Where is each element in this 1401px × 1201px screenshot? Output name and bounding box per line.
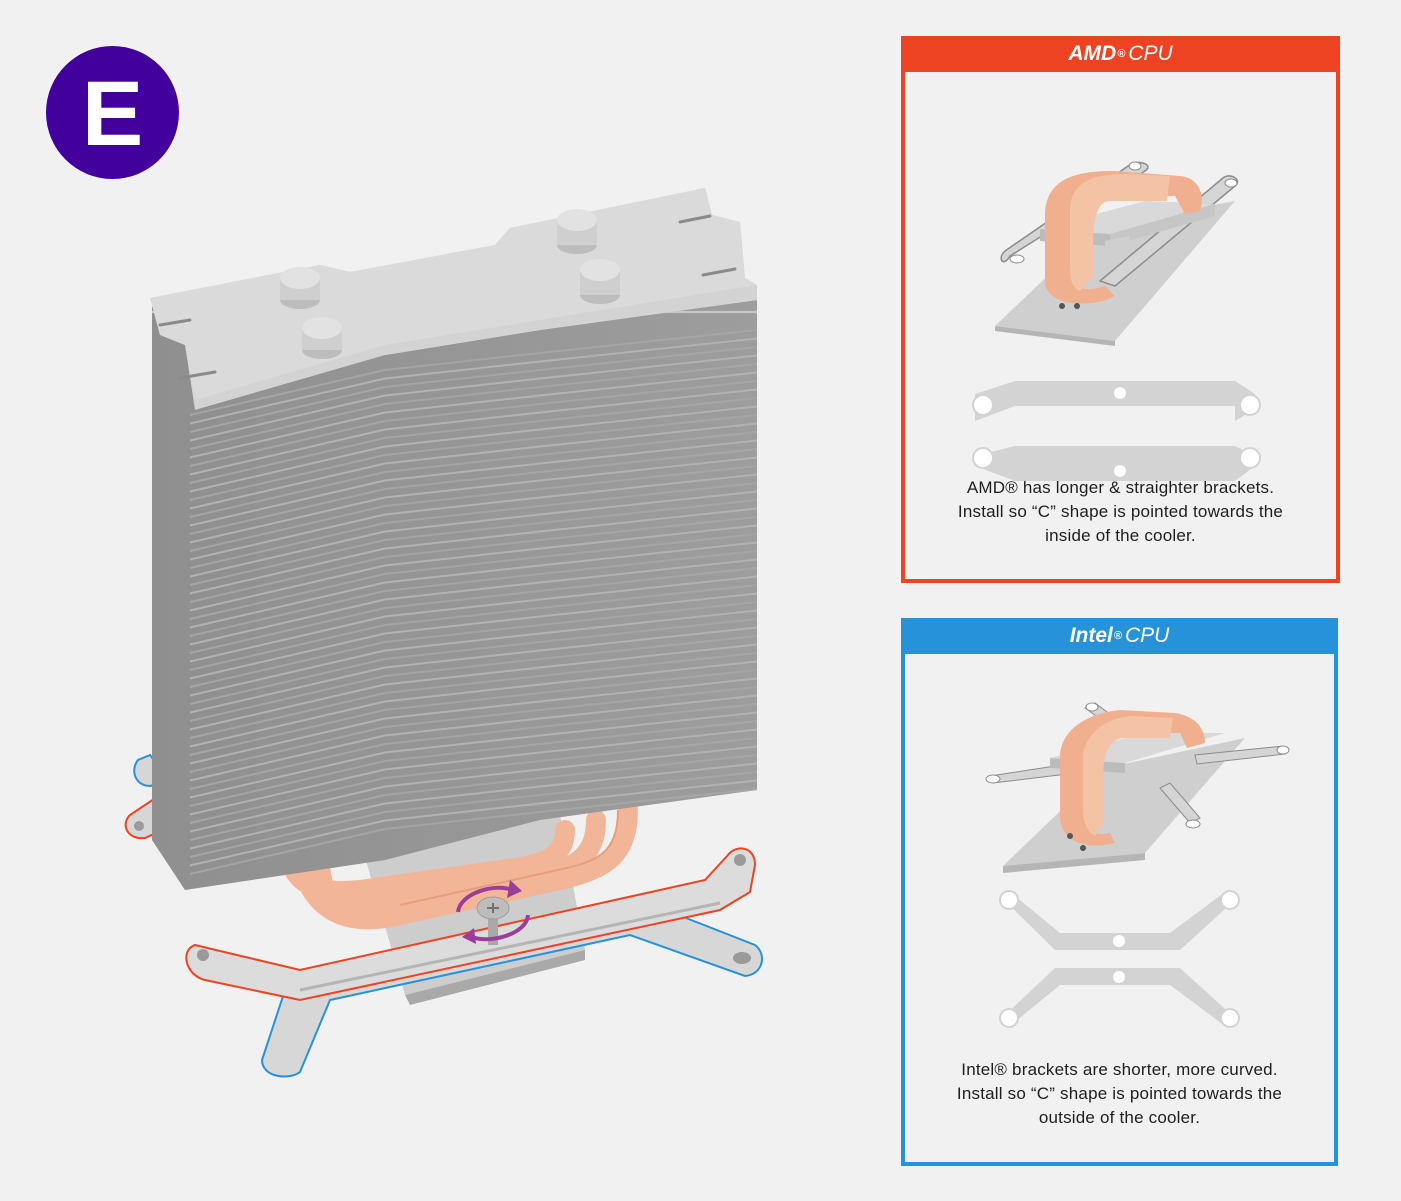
intel-panel: Intel®CPU Intel® brackets are shorter, <box>901 618 1338 1166</box>
amd-description: AMD® has longer & straighter brackets. I… <box>905 476 1336 548</box>
intel-cpu-label: CPU <box>1124 624 1170 647</box>
step-letter: E <box>81 62 144 165</box>
step-badge: E <box>46 46 179 179</box>
amd-bracket-icon <box>972 161 1261 481</box>
intel-desc-line-3: outside of the cooler. <box>1038 1108 1201 1127</box>
intel-desc-line-2: Install so “C” shape is pointed towards … <box>956 1084 1283 1103</box>
amd-cpu-label: CPU <box>1128 42 1173 65</box>
intel-description: Intel® brackets are shorter, more curved… <box>905 1058 1334 1130</box>
amd-desc-line-2: Install so “C” shape is pointed towards … <box>957 502 1284 521</box>
intel-bracket-icon <box>985 702 1290 1028</box>
intel-desc-line-1: Intel® brackets are shorter, more curved… <box>961 1060 1278 1079</box>
amd-desc-line-3: inside of the cooler. <box>1045 526 1196 545</box>
screwdriver-rotate-icon <box>456 880 530 945</box>
intel-reg-mark: ® <box>1113 630 1122 642</box>
intel-brand: Intel <box>1069 624 1113 647</box>
cooler-heatsink-icon <box>124 188 764 1078</box>
intel-panel-header: Intel®CPU <box>901 618 1338 654</box>
amd-panel-header: AMD®CPU <box>901 36 1340 72</box>
amd-brand: AMD <box>1068 42 1117 65</box>
amd-reg-mark: ® <box>1117 48 1126 60</box>
amd-desc-line-1: AMD® has longer & straighter brackets. <box>966 478 1275 497</box>
amd-panel: AMD®CPU AMD® has longer & straighte <box>901 36 1340 583</box>
